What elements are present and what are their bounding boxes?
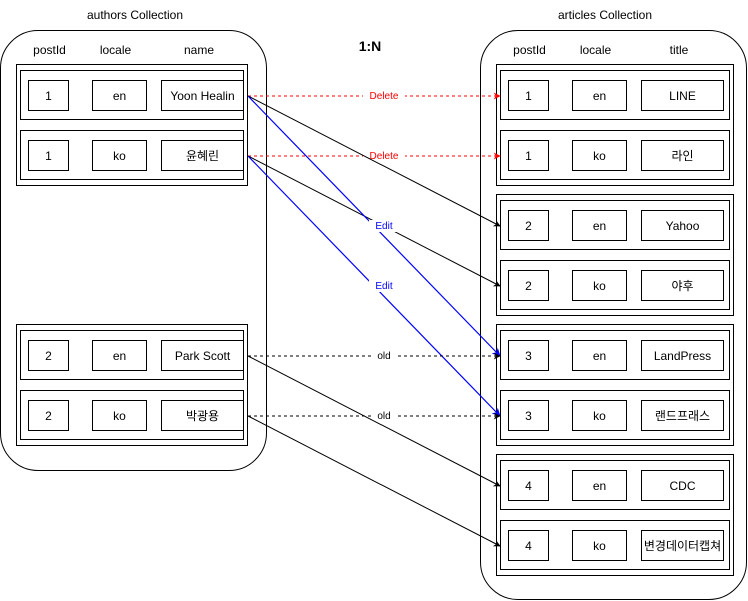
authors-header-name: name — [183, 43, 215, 57]
article-locale-cell: en — [572, 80, 627, 111]
author-postid-cell: 1 — [28, 80, 69, 111]
article-locale-cell: en — [572, 210, 627, 241]
articles-header-title: title — [669, 43, 689, 57]
article-title-cell: 라인 — [641, 140, 724, 171]
article-postid-cell: 2 — [508, 210, 549, 241]
articles-header-postid: postId — [513, 43, 546, 57]
author-name-cell: 박광용 — [161, 400, 244, 431]
author-name-cell: 윤혜린 — [161, 140, 244, 171]
article-postid-cell: 4 — [508, 470, 549, 501]
link-label: Edit — [375, 221, 392, 232]
article-postid-cell: 4 — [508, 530, 549, 561]
author-locale-cell: ko — [92, 400, 147, 431]
link-label-background — [363, 150, 405, 162]
link-label: Edit — [375, 281, 392, 292]
article-title-cell: 변경데이터캡쳐 — [641, 530, 724, 561]
articles-collection-title: articles Collection — [557, 8, 653, 22]
author-locale-cell: en — [92, 80, 147, 111]
link-label-background — [369, 280, 399, 292]
link-label-background — [369, 220, 399, 232]
article-title-cell: CDC — [641, 470, 724, 501]
link-label-background — [372, 350, 396, 362]
author-locale-cell: en — [92, 340, 147, 371]
article-locale-cell: en — [572, 340, 627, 371]
author-name-cell: Park Scott — [161, 340, 244, 371]
articles-header-locale: locale — [579, 43, 612, 57]
link-arrow-solid — [247, 415, 501, 547]
article-title-cell: 야후 — [641, 270, 724, 301]
article-title-cell: 랜드프래스 — [641, 400, 724, 431]
author-locale-cell: ko — [92, 140, 147, 171]
article-postid-cell: 3 — [508, 400, 549, 431]
link-label: Delete — [370, 91, 399, 102]
article-locale-cell: ko — [572, 530, 627, 561]
authors-collection-title: authors Collection — [86, 8, 184, 22]
author-postid-cell: 2 — [28, 340, 69, 371]
authors-header-locale: locale — [99, 43, 132, 57]
article-title-cell: LandPress — [641, 340, 724, 371]
author-name-cell: Yoon Healin — [161, 80, 244, 111]
link-label: old — [377, 351, 390, 362]
authors-header-postid: postId — [33, 43, 66, 57]
link-label: Delete — [370, 151, 399, 162]
link-arrow-solid — [247, 95, 501, 227]
relationship-ratio-label: 1:N — [358, 38, 382, 54]
link-label-background — [363, 90, 405, 102]
link-label-background — [372, 410, 396, 422]
article-locale-cell: en — [572, 470, 627, 501]
link-label: old — [377, 411, 390, 422]
article-title-cell: LINE — [641, 80, 724, 111]
article-locale-cell: ko — [572, 140, 627, 171]
author-postid-cell: 1 — [28, 140, 69, 171]
article-postid-cell: 2 — [508, 270, 549, 301]
article-title-cell: Yahoo — [641, 210, 724, 241]
author-postid-cell: 2 — [28, 400, 69, 431]
link-arrow-solid — [247, 355, 501, 487]
article-locale-cell: ko — [572, 400, 627, 431]
article-postid-cell: 1 — [508, 140, 549, 171]
article-locale-cell: ko — [572, 270, 627, 301]
article-postid-cell: 3 — [508, 340, 549, 371]
article-postid-cell: 1 — [508, 80, 549, 111]
